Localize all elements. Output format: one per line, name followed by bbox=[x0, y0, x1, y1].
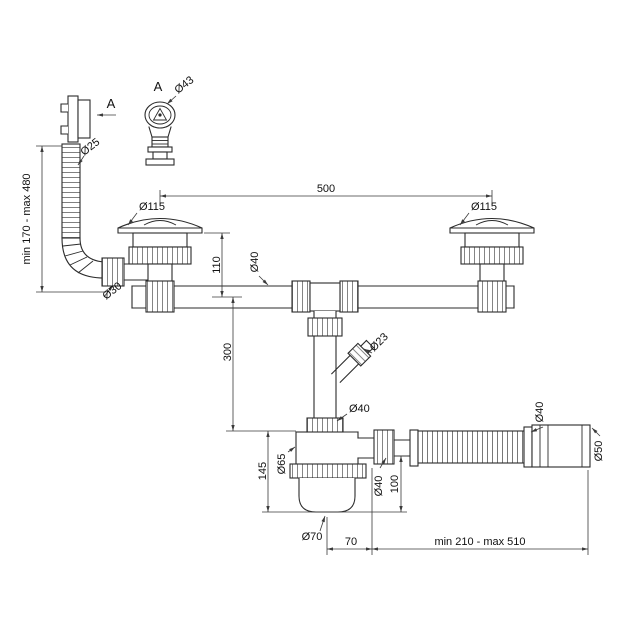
overflow-vent-symbol bbox=[152, 107, 168, 121]
leader-trap-inlet bbox=[336, 413, 348, 422]
leader-coupling-diameter bbox=[591, 427, 601, 437]
trap-offset-label: 70 bbox=[345, 536, 357, 548]
overflow-range-label: min 170 - max 480 bbox=[21, 173, 33, 264]
trap-height-label: 145 bbox=[257, 462, 269, 480]
detail-view-label: A bbox=[154, 79, 163, 94]
outlet-hose-range-label: min 210 - max 510 bbox=[434, 536, 525, 548]
outlet-assembly bbox=[357, 424, 591, 468]
leader-cup-diameter bbox=[319, 515, 326, 532]
leader-pipe-diameter bbox=[258, 275, 269, 286]
strainer-right-diameter-label: Ø115 bbox=[471, 201, 497, 213]
strainer-left-diameter-label: Ø115 bbox=[139, 201, 165, 213]
trap-inlet-diameter-label: Ø40 bbox=[349, 403, 370, 415]
coupling-diameter-label: Ø50 bbox=[593, 441, 605, 462]
outlet-nut bbox=[373, 429, 395, 465]
overflow-diameter-label: Ø25 bbox=[78, 136, 102, 158]
spacing-label: 500 bbox=[317, 183, 335, 195]
strainer-left bbox=[117, 217, 203, 287]
leader-side-inlet bbox=[363, 348, 373, 354]
leader-strainer-left bbox=[127, 212, 138, 226]
drop-height-label: 300 bbox=[222, 343, 234, 361]
hose-diameter-label: Ø40 bbox=[534, 402, 546, 423]
tee-fitting bbox=[309, 282, 341, 312]
detail-view-a bbox=[144, 101, 176, 166]
detail-diameter-label: Ø43 bbox=[172, 74, 196, 96]
dimensions bbox=[36, 95, 601, 555]
vertical-pipe-nut bbox=[307, 317, 343, 337]
leader-overflow-diameter bbox=[77, 155, 85, 166]
pipe-fittings bbox=[145, 280, 507, 432]
trap-ring-nut bbox=[289, 463, 367, 479]
trap-cup bbox=[298, 478, 356, 513]
trap-inlet-nut bbox=[306, 417, 344, 433]
outlet-drop-label: 100 bbox=[389, 475, 401, 493]
tee-nut-right bbox=[339, 280, 359, 313]
cup-diameter-label: Ø70 bbox=[302, 531, 323, 543]
trap-body-diameter-label: Ø65 bbox=[276, 454, 288, 475]
overflow-nut bbox=[101, 257, 125, 287]
pipe-diameter-label: Ø40 bbox=[249, 252, 261, 273]
bottle-trap bbox=[289, 417, 367, 513]
hose-end-coupling bbox=[531, 424, 591, 468]
leader-outlet-diameter bbox=[379, 457, 387, 469]
leader-trap-body bbox=[287, 446, 296, 453]
flange-to-pipe-label: 110 bbox=[211, 256, 223, 274]
leader-detail-diameter bbox=[166, 95, 177, 105]
outlet-corrugated-hose bbox=[417, 430, 525, 464]
section-arrow-label: A bbox=[107, 96, 116, 111]
tee-nut-left bbox=[291, 280, 311, 313]
leader-strainer-right bbox=[459, 212, 470, 226]
overflow-head-side-view bbox=[60, 95, 91, 143]
union-nut-left bbox=[145, 280, 175, 313]
union-nut-right bbox=[477, 280, 507, 313]
leader-hose-diameter bbox=[530, 426, 544, 433]
strainer-right bbox=[449, 217, 535, 287]
outlet-diameter-label: Ø40 bbox=[373, 476, 385, 497]
leader-overflow-nut bbox=[103, 284, 114, 298]
